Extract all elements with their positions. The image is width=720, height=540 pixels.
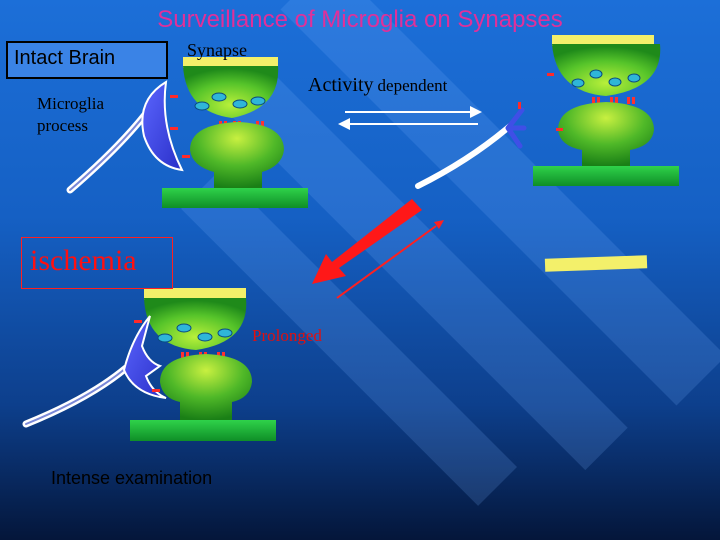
synapse-intact — [66, 57, 308, 208]
activity-word: Activity — [308, 74, 374, 96]
microglia-label-line1: Microglia — [37, 94, 105, 113]
microglia-process — [141, 80, 184, 172]
presynaptic-membrane — [144, 288, 246, 300]
vesicle — [608, 77, 622, 87]
process-contacts — [170, 95, 190, 158]
microglia-process — [122, 315, 167, 399]
vesicle — [194, 101, 210, 111]
intense-examination-label: Intense examination — [51, 468, 213, 488]
vesicle — [589, 69, 603, 79]
microglia-process — [505, 107, 527, 149]
intact-brain-box — [6, 41, 168, 79]
microglia-label-line2: process — [37, 116, 88, 135]
vesicle — [157, 333, 173, 343]
vesicle — [250, 96, 266, 106]
ischemia-box — [21, 237, 173, 289]
dependent-word: dependent — [377, 76, 448, 95]
microglia-process-stalk — [415, 123, 513, 189]
presynaptic-membrane — [552, 35, 654, 46]
microglia-process-label: Microglia process — [37, 93, 104, 137]
process-contacts — [134, 320, 160, 392]
slide-title: Surveillance of Microglia on Synapses — [157, 6, 563, 33]
prolonged-label: Prolonged — [252, 326, 322, 345]
activity-double-arrow — [338, 106, 482, 130]
vesicle — [627, 73, 641, 83]
intact-brain-label: Intact Brain — [14, 47, 116, 69]
receptors — [592, 97, 635, 104]
presynaptic-terminal — [144, 298, 247, 350]
vesicle — [217, 328, 233, 338]
synapse-ischemia — [22, 288, 276, 441]
dendrite — [162, 188, 308, 208]
presynaptic-terminal — [552, 44, 661, 96]
process-contacts — [518, 73, 563, 131]
postsynaptic-spine — [558, 102, 654, 166]
vesicle — [571, 78, 585, 88]
ischemia-label: ischemia — [30, 244, 137, 277]
recovery-arrow — [336, 220, 444, 299]
microglia-process-stalk — [22, 364, 130, 428]
vesicle — [197, 332, 213, 342]
presynaptic-membrane — [183, 57, 278, 68]
vesicle — [176, 323, 192, 333]
vesicle — [232, 99, 248, 109]
dendrite — [130, 420, 276, 441]
postsynaptic-spine — [190, 122, 284, 188]
synapse-label: Synapse — [187, 40, 247, 60]
dendrite — [533, 166, 679, 186]
ischemia-arrow-large — [312, 199, 422, 284]
presynaptic-membrane-fragment — [544, 255, 648, 272]
synapse-activity — [415, 35, 679, 189]
activity-dependent-label: Activity dependent — [308, 74, 447, 97]
presynaptic-terminal — [183, 66, 279, 118]
vesicle — [211, 92, 227, 102]
postsynaptic-spine — [160, 354, 252, 420]
